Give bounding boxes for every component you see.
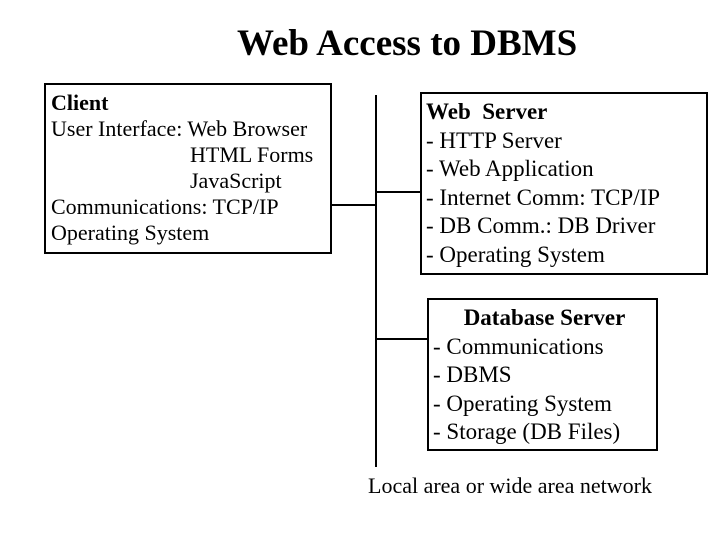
connector-network-to-database-server [376,338,428,340]
client-line-javascript: JavaScript [190,168,282,193]
web-server-box: Web Server - HTTP Server - Web Applicati… [420,92,708,275]
client-line-operating-system: Operating System [51,220,210,245]
connector-network-to-web-server [376,191,421,193]
database-server-item-dbms: - DBMS [433,362,512,387]
web-server-item-web-application: - Web Application [426,156,594,181]
web-server-item-db-comm: - DB Comm.: DB Driver [426,213,656,238]
web-server-item-http-server: - HTTP Server [426,127,562,153]
client-line-communications: Communications: TCP/IP [51,194,279,219]
network-vertical-line [375,95,377,467]
database-server-item-communications: - Communications [433,333,604,359]
network-caption: Local area or wide area network [368,473,653,498]
connector-client-to-network [330,204,376,206]
slide-title: Web Access to DBMS [237,23,578,64]
web-server-item-operating-system: - Operating System [426,241,605,267]
web-server-item-internet-comm: - Internet Comm: TCP/IP [426,184,661,210]
client-line-user-interface: User Interface: Web Browser [51,116,308,141]
database-server-item-storage: - Storage (DB Files) [433,419,621,444]
database-server-box-title: Database Server [463,305,626,330]
client-box-title: Client [51,90,109,115]
client-box: Client User Interface: Web Browser HTML … [44,83,332,254]
database-server-box: Database Server - Communications - DBMS … [427,298,658,451]
web-server-box-title: Web Server [426,99,548,124]
database-server-item-operating-system: - Operating System [433,390,612,416]
client-line-html-forms: HTML Forms [190,142,314,167]
